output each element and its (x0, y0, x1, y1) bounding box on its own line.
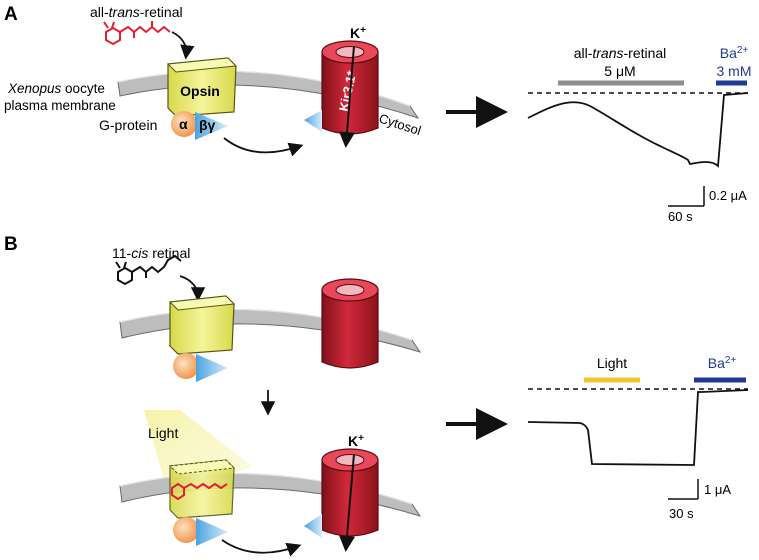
panel-a-current-trace (527, 92, 749, 169)
panel-a-ion-label: K+ (350, 25, 366, 41)
panel-b-drug2-label: Ba2+ (708, 355, 737, 371)
panel-a-channel-betagamma-icon (304, 110, 322, 132)
panel-b-binding-arrow (179, 275, 206, 302)
panel-a-drug2-conc: 3 mM (717, 63, 752, 79)
panel-a-g-alpha-icon (171, 111, 197, 137)
panel-b-activation-arrow (221, 539, 302, 557)
panel-a-trace-group: all-trans-retinal 5 μM Ba2+ 3 mM 0.2 μA … (527, 45, 752, 224)
panel-b-current-trace (527, 389, 749, 466)
panel-a-activation-arrow (223, 137, 304, 157)
panel-b-g-betagamma-light-icon (196, 518, 228, 546)
cis-retinal-molecule-icon (115, 254, 182, 286)
panel-a-scale-y-label: 0.2 μA (709, 188, 747, 203)
panel-a-g-alpha-label: α (179, 116, 188, 132)
panel-b-opsin-light (168, 459, 236, 519)
panel-b-scale-y-label: 1 μA (704, 482, 731, 497)
panel-a-ion-arrow (339, 45, 355, 148)
panel-b-light-label: Light (148, 425, 178, 441)
panel-a-drug1-label: all-trans-retinal (574, 45, 667, 61)
panel-b-letter: B (4, 234, 18, 255)
panel-b-g-alpha-icon (173, 353, 199, 379)
panel-a-opsin: Opsin (166, 57, 238, 117)
panel-b-scale-x-label: 30 s (669, 506, 694, 521)
panel-a-g-betagamma-label: βγ (199, 117, 216, 133)
panel-b-trans-retinal-icon (171, 482, 228, 501)
panel-a-membrane-label-2: plasma membrane (4, 98, 116, 113)
trans-retinal-molecule-icon (103, 21, 171, 46)
panel-b-trace-group: Light Ba2+ 1 μA 30 s (527, 355, 749, 521)
panel-b-kir-channel-dark (321, 278, 379, 369)
panel-b-ion-label: K+ (348, 433, 364, 449)
panel-a-membrane-label: Xenopus oocyte (7, 81, 105, 96)
panel-b-ligand-label: 11-cis retinal (112, 245, 190, 261)
panel-a-gprotein-label: G-protein (99, 117, 157, 133)
panel-a-binding-arrow (171, 31, 195, 60)
panel-a-drug1-conc: 5 μM (604, 63, 635, 79)
panel-a-kir-channel: Kir3.1* (321, 40, 379, 135)
panel-b-ion-arrow (339, 453, 355, 552)
panel-b-opsin-dark (168, 295, 236, 355)
panel-a-ligand-label: all-trans-retinal (90, 4, 183, 20)
panel-a-drug2-label: Ba2+ (720, 45, 749, 61)
panel-b-drug1-label: Light (597, 355, 627, 371)
panel-a-g-betagamma-icon (195, 112, 228, 140)
svg-text:Opsin: Opsin (180, 83, 220, 99)
panel-b-g-betagamma-icon (196, 354, 228, 382)
panel-a-scale-x-label: 60 s (668, 209, 693, 224)
panel-b-channel-betagamma-icon (304, 514, 322, 538)
panel-a-letter: A (4, 4, 18, 25)
panel-b-g-alpha-light-icon (173, 517, 199, 543)
